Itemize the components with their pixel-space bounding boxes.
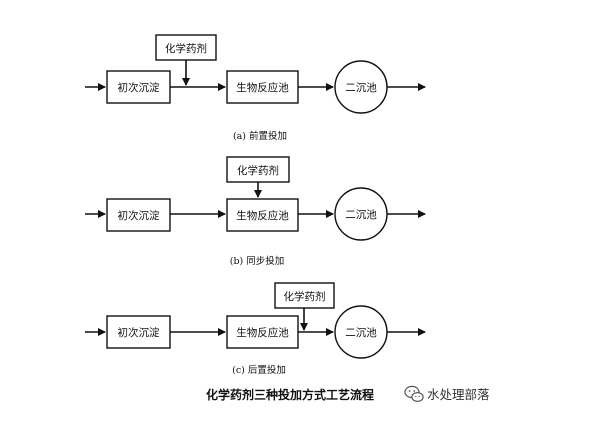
chemical-box-a <box>155 34 217 61</box>
secondary-clarifier-label-c: 二沉池 <box>345 326 377 339</box>
figure-title: 化学药剂三种投加方式工艺流程 <box>206 387 374 402</box>
bio-reactor-label-a: 生物反应池 <box>236 81 289 94</box>
chemical-label-a: 化学药剂 <box>165 42 207 55</box>
primary-settling-label-b: 初次沉淀 <box>118 209 160 222</box>
primary-settling-box-b <box>106 198 171 232</box>
bio-reactor-box-c <box>226 315 299 349</box>
chemical-box-b <box>226 156 290 183</box>
primary-settling-box-c <box>106 315 171 349</box>
primary-settling-label-c: 初次沉淀 <box>118 326 160 339</box>
flow-b: 初次沉淀 化学药剂 生物反应池 二沉池 (b) 同步投加 <box>85 156 426 267</box>
wechat-logo-icon <box>404 385 424 403</box>
secondary-clarifier-label-a: 二沉池 <box>345 81 377 94</box>
chemical-label-b: 化学药剂 <box>237 164 279 177</box>
watermark: 水处理部落 <box>404 385 490 403</box>
caption-b: (b) 同步投加 <box>230 255 285 267</box>
bio-reactor-label-c: 生物反应池 <box>236 326 289 339</box>
watermark-text: 水处理部落 <box>427 387 490 402</box>
flow-c: 初次沉淀 生物反应池 化学药剂 二沉池 (c) 后置投加 <box>85 282 426 376</box>
chemical-box-c <box>274 282 335 309</box>
primary-settling-label-a: 初次沉淀 <box>118 81 160 94</box>
caption-a: (a) 前置投加 <box>233 130 287 142</box>
caption-c: (c) 后置投加 <box>232 364 286 376</box>
flow-a: 初次沉淀 化学药剂 生物反应池 二沉池 (a) 前置投加 <box>85 34 426 142</box>
bio-reactor-label-b: 生物反应池 <box>236 209 289 222</box>
chemical-label-c: 化学药剂 <box>284 290 326 303</box>
bio-reactor-box-b <box>226 198 299 232</box>
bio-reactor-box-a <box>226 70 299 104</box>
secondary-clarifier-label-b: 二沉池 <box>345 208 377 221</box>
